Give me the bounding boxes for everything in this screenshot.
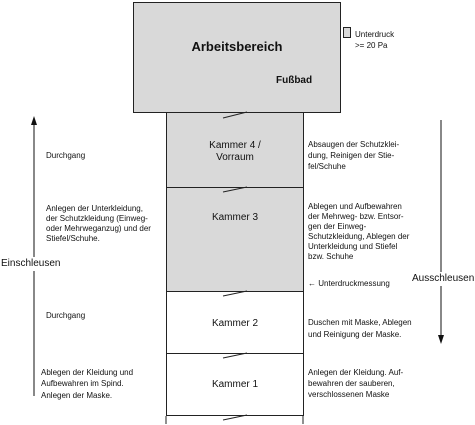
right-k3-line5: Unterkleidung und Stiefel [308, 242, 398, 251]
door-mark-k3-k2 [222, 290, 248, 297]
right-k4-line2: dung, Reinigen der Stie- [308, 151, 395, 160]
right-k1-line2: bewahren der sauberen, [308, 379, 395, 388]
chamber-1-label: Kammer 1 [211, 379, 259, 390]
ausschleusen-label: Ausschleusen [412, 272, 475, 286]
einschleusen-label: Einschleusen [1, 257, 61, 271]
ausschleusen-arrow-head [438, 335, 444, 344]
left-bottom-line3: Anlegen der Maske. [41, 391, 113, 400]
right-k2-line1: Duschen mit Maske, Ablegen [308, 318, 412, 327]
arbeitsbereich-box: Arbeitsbereich Fußbad [133, 2, 341, 113]
left-anlegen-line3: oder Mehrweganzug) und der [46, 224, 151, 233]
unterdruckmessung-label: ← Unterdruckmessung [308, 279, 390, 288]
right-k3-line1: Ablegen und Aufbewahren [308, 202, 402, 211]
left-durchgang-mid: Durchgang [46, 311, 86, 320]
left-durchgang-top: Durchgang [46, 151, 86, 160]
chamber-4-label-line1: Kammer 4 / [209, 140, 261, 151]
arbeitsbereich-title: Arbeitsbereich [191, 39, 283, 54]
chamber-2-label: Kammer 2 [211, 318, 259, 329]
right-k1-line1: Anlegen der Kleidung. Auf- [308, 368, 404, 377]
legend-label-line1: Unterdruck [355, 30, 395, 39]
chamber-2: Kammer 2 [166, 291, 304, 354]
right-k3-line2: der Mehrweg- bzw. Entsor- [308, 212, 404, 221]
left-bottom-line2: Aufbewahren im Spind. [41, 379, 124, 388]
chamber-3-label: Kammer 3 [211, 212, 259, 223]
right-k2-line2: und Reinigung der Maske. [308, 330, 402, 339]
left-anlegen-line1: Anlegen der Unterkleidung, [46, 204, 143, 213]
left-bottom-line1: Ablegen der Kleidung und [41, 368, 134, 377]
left-anlegen-line2: der Schutzkleidung (Einweg- [46, 214, 148, 223]
einschleusen-arrow-head [31, 116, 37, 125]
fussbad-label: Fußbad [276, 75, 313, 86]
door-mark-k4-k3 [222, 186, 248, 193]
right-k3-line6: bzw. Schuhe [308, 252, 354, 261]
right-k1-line3: verschlossenen Maske [308, 390, 390, 399]
right-k3-line4: Schutzkleidung, Ablegen der [308, 232, 410, 241]
chamber-1: Kammer 1 [166, 353, 304, 416]
left-anlegen-line4: Stiefel/Schuhe. [46, 234, 100, 243]
right-k4-line1: Absaugen der Schutzklei- [308, 140, 400, 149]
door-mark-k2-k1 [222, 352, 248, 359]
legend-swatch [343, 27, 351, 38]
legend-label-line2: >= 20 Pa [355, 41, 388, 50]
right-k3-line3: gen der Einweg- [308, 222, 367, 231]
door-mark-exit [222, 414, 248, 421]
door-mark-fussbad [222, 111, 248, 119]
right-k4-line3: fel/Schuhe [308, 162, 346, 171]
chamber-4-label-line2: Vorraum [216, 152, 254, 163]
